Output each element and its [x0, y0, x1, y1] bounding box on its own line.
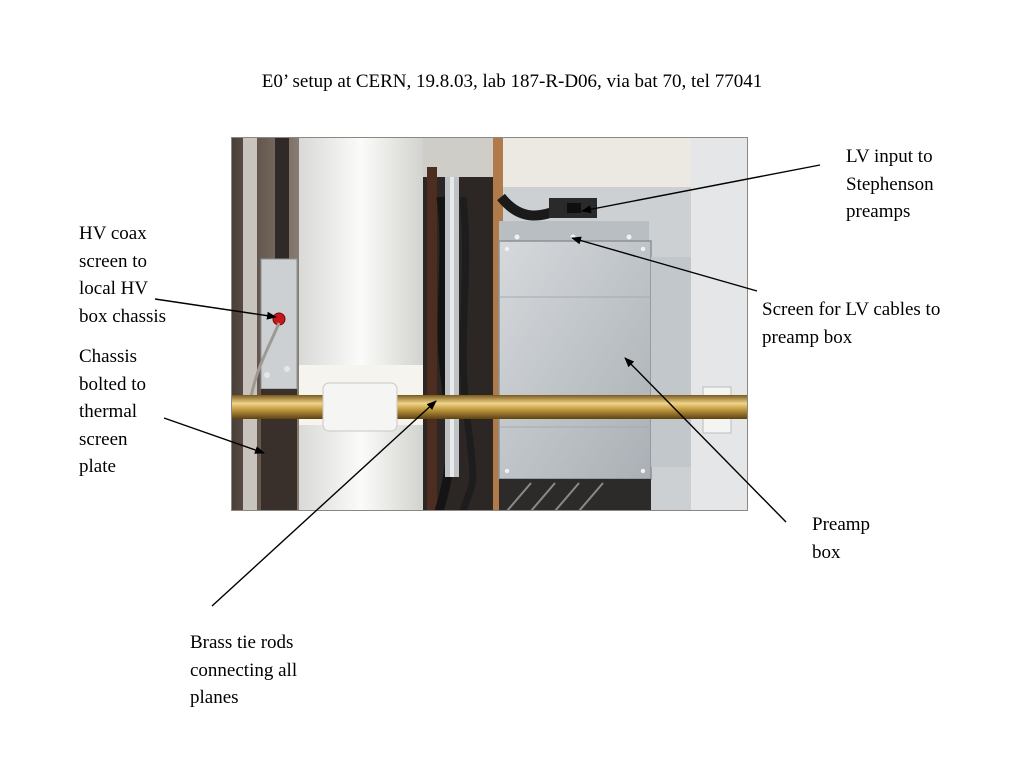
label-hv-coax: HV coax screen to local HV box chassis: [79, 223, 167, 327]
label-screen-lv: Screen for LV cables to preamp box: [762, 299, 941, 348]
slide-title: E0’ setup at CERN, 19.8.03, lab 187-R-D0…: [261, 71, 763, 92]
label-brass: Brass tie rods connecting all planes: [190, 632, 298, 708]
label-lv-input: LV input to Stephenson preamps: [846, 146, 934, 222]
setup-photo: [231, 137, 748, 511]
label-chassis: Chassis bolted to thermal screen plate: [79, 346, 147, 477]
label-preamp: Preamp box: [812, 514, 871, 563]
